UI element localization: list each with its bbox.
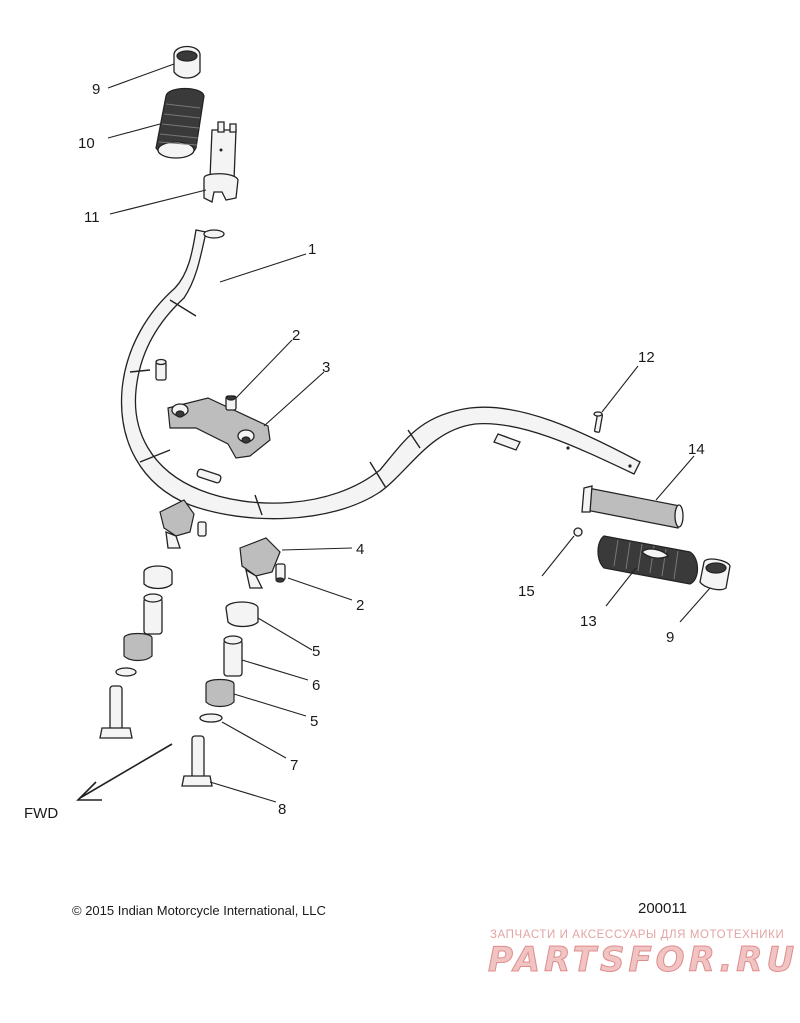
throttle-tube (203, 121, 239, 203)
callout-1: 1 (308, 241, 316, 258)
diagram-number: 200011 (638, 900, 687, 917)
callout-10: 10 (78, 135, 95, 152)
riser-hardware-right (181, 601, 259, 787)
callout-14: 14 (688, 441, 705, 458)
callout-13: 13 (580, 613, 597, 630)
callout-9-top: 9 (92, 81, 100, 98)
riser-hardware-left (99, 565, 173, 739)
clamp-screw (155, 358, 237, 411)
callout-3: 3 (322, 359, 330, 376)
callout-5-lower: 5 (310, 713, 318, 730)
left-grip (155, 87, 205, 159)
callout-2-bottom: 2 (356, 597, 364, 614)
callout-12: 12 (638, 349, 655, 366)
small-nut (573, 527, 583, 537)
callout-2-top: 2 (292, 327, 300, 344)
watermark-logo: PARTSFOR.RU (487, 940, 799, 981)
callout-8: 8 (278, 801, 286, 818)
callout-6: 6 (312, 677, 320, 694)
watermark-tagline: ЗАПЧАСТИ И АКСЕССУАРЫ ДЛЯ МОТОТЕХНИКИ (490, 929, 785, 941)
copyright-notice: © 2015 Indian Motorcycle International, … (72, 903, 326, 918)
lower-riser (159, 499, 286, 589)
callout-9-right: 9 (666, 629, 674, 646)
callout-15: 15 (518, 583, 535, 600)
forward-label: FWD (24, 805, 58, 822)
riser-clamp (167, 397, 271, 459)
callout-5-upper: 5 (312, 643, 320, 660)
callout-11: 11 (84, 209, 100, 226)
callout-7: 7 (290, 757, 298, 774)
right-grip-screw (593, 411, 604, 433)
switch-housing (581, 485, 684, 529)
handlebar (120, 229, 641, 520)
right-grip-end (699, 558, 731, 591)
forward-arrow (76, 743, 173, 801)
right-grip (597, 535, 699, 585)
callout-4: 4 (356, 541, 364, 558)
left-grip-end (173, 45, 201, 79)
